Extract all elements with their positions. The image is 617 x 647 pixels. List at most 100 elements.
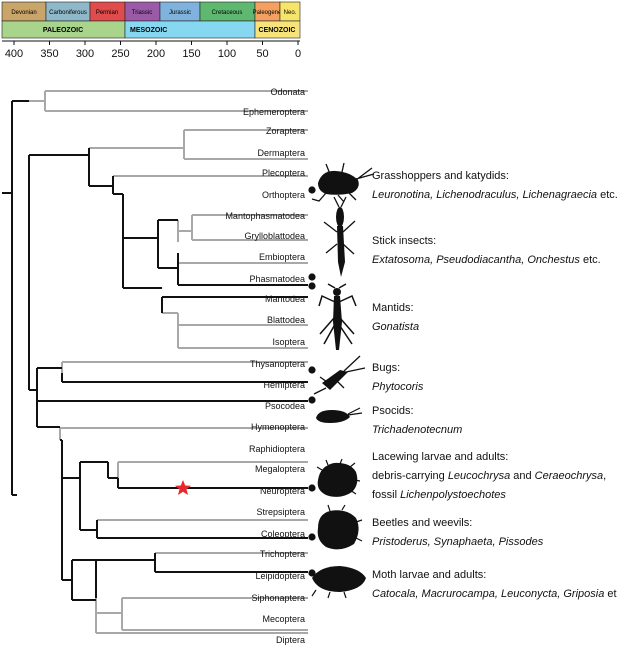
lacewing-taxon: Leucochrysa — [448, 470, 510, 482]
period-label: Permian — [96, 10, 118, 16]
lacewing-text: and — [510, 470, 534, 482]
axis-tick-label: 250 — [111, 48, 129, 60]
lichen-tip-dot — [308, 569, 316, 577]
taxon-label: Mecoptera — [262, 614, 305, 624]
taxon-label: Trichoptera — [260, 549, 305, 559]
lacewing-taxon: Ceraeochrysa — [535, 470, 603, 482]
group-suffix: etc. — [604, 588, 617, 600]
timescale: Devonian Carboniferous Permian Triassic … — [1, 1, 301, 60]
branch — [122, 194, 158, 288]
period-bar: Devonian Carboniferous Permian Triassic … — [1, 1, 301, 22]
branch — [123, 287, 308, 313]
taxon-label: Plecoptera — [262, 168, 305, 178]
taxon-label: Hymenoptera — [251, 422, 305, 432]
group-title: Lacewing larvae and adults: — [372, 451, 508, 463]
lichen-tip-dot — [308, 366, 316, 374]
period-label: Carboniferous — [49, 10, 87, 16]
group-taxa: Phytocoris — [372, 381, 424, 393]
branch — [162, 312, 308, 349]
taxon-label: Embioptera — [259, 252, 305, 262]
axis-tick-label: 400 — [5, 48, 23, 60]
bug-icon — [313, 355, 366, 395]
phylogenetic-tree — [2, 90, 316, 634]
branch — [11, 100, 29, 193]
lacewing-taxon: Lichenpolystoechotes — [400, 489, 506, 501]
taxon-label: Thysanoptera — [250, 359, 305, 369]
branch — [107, 462, 308, 489]
group-taxa-line: Pristoderus, Synaphaeta, Pissodes — [372, 536, 544, 548]
taxon-label: Phasmatodea — [249, 274, 305, 284]
taxon-label: Orthoptera — [262, 190, 305, 200]
branch — [117, 461, 308, 478]
beetle-icon — [317, 504, 363, 550]
group-taxa-line: Trichadenotecnum — [372, 424, 462, 436]
period-label: Neo. — [284, 10, 297, 16]
group-title: Stick insects: — [372, 235, 436, 247]
group-taxa: Leuronotina, Lichenodraculus, Lichenagra… — [372, 189, 597, 201]
taxon-label: Leipidoptera — [255, 571, 305, 581]
group-title: Psocids: — [372, 405, 414, 417]
fossil-star-marker — [175, 480, 191, 495]
taxon-label: Diptera — [276, 635, 305, 645]
branch — [36, 400, 308, 441]
silhouettes — [311, 162, 375, 599]
taxon-labels: Odonata Ephemeroptera Zoraptera Dermapte… — [225, 87, 305, 645]
taxon-label: Raphidioptera — [249, 444, 305, 454]
lichen-tip-dot — [308, 396, 316, 404]
period-label: Cretaceous — [212, 10, 243, 16]
lichen-tip-dot — [308, 533, 316, 541]
psocid-icon — [316, 407, 363, 423]
branch — [62, 553, 308, 601]
axis-tick-label: 0 — [295, 48, 301, 60]
axis-tick-label: 150 — [182, 48, 200, 60]
group-title: Mantids: — [372, 302, 414, 314]
taxon-label: Strepsiptera — [256, 507, 305, 517]
branch — [61, 440, 108, 580]
taxon-label: Siphonaptera — [251, 593, 305, 603]
taxon-label: Grylloblattodea — [244, 231, 305, 241]
branch — [89, 129, 308, 160]
branch — [89, 176, 123, 195]
axis-tick-label: 50 — [256, 48, 268, 60]
lacewing-larva-icon — [316, 458, 361, 497]
group-title: Moth larvae and adults: — [372, 569, 486, 581]
mantis-icon — [318, 283, 357, 350]
taxon-label: Ephemeroptera — [243, 107, 305, 117]
branch — [177, 214, 308, 242]
branch — [59, 427, 308, 440]
lacewing-text: debris-carrying — [372, 470, 448, 482]
lacewing-line-2: debris-carrying Leucochrysa and Ceraeoch… — [372, 470, 606, 482]
taxon-label: Zoraptera — [266, 126, 305, 136]
branch — [95, 597, 308, 634]
group-taxa-line: Gonatista — [372, 321, 419, 333]
era-label: MESOZOIC — [130, 27, 167, 34]
period-label: Paleogene — [253, 10, 282, 16]
axis-tick-label: 300 — [76, 48, 94, 60]
era-label: PALEOZOIC — [43, 27, 83, 34]
group-suffix: etc. — [597, 189, 617, 201]
lacewing-text: , — [603, 470, 606, 482]
lichen-tip-dot — [308, 282, 316, 290]
taxon-label: Neuroptera — [260, 486, 305, 496]
taxon-label: Psocodea — [265, 401, 305, 411]
stick-insect-icon — [323, 196, 356, 277]
period-label: Triassic — [132, 10, 152, 16]
axis-tick-label: 100 — [218, 48, 236, 60]
grasshopper-icon — [311, 162, 375, 203]
taxon-label: Blattodea — [267, 315, 305, 325]
taxon-label: Mantophasmatodea — [225, 211, 305, 221]
branch — [157, 219, 308, 286]
group-title: Grasshoppers and katydids: — [372, 170, 509, 182]
taxon-label: Dermaptera — [257, 148, 305, 158]
period-label: Jurassic — [169, 10, 191, 16]
taxon-label: Coleoptera — [261, 529, 305, 539]
group-taxa-line: Phytocoris — [372, 381, 424, 393]
branch — [29, 367, 308, 427]
lichen-tip-dot — [308, 484, 316, 492]
lichen-tip-dot — [308, 273, 316, 281]
group-annotations: Grasshoppers and katydids: Leuronotina, … — [372, 170, 617, 600]
era-bar: PALEOZOIC MESOZOIC CENOZOIC — [1, 20, 301, 39]
group-taxa-line: Catocala, Macrurocampa, Leuconycta, Grip… — [372, 588, 617, 600]
